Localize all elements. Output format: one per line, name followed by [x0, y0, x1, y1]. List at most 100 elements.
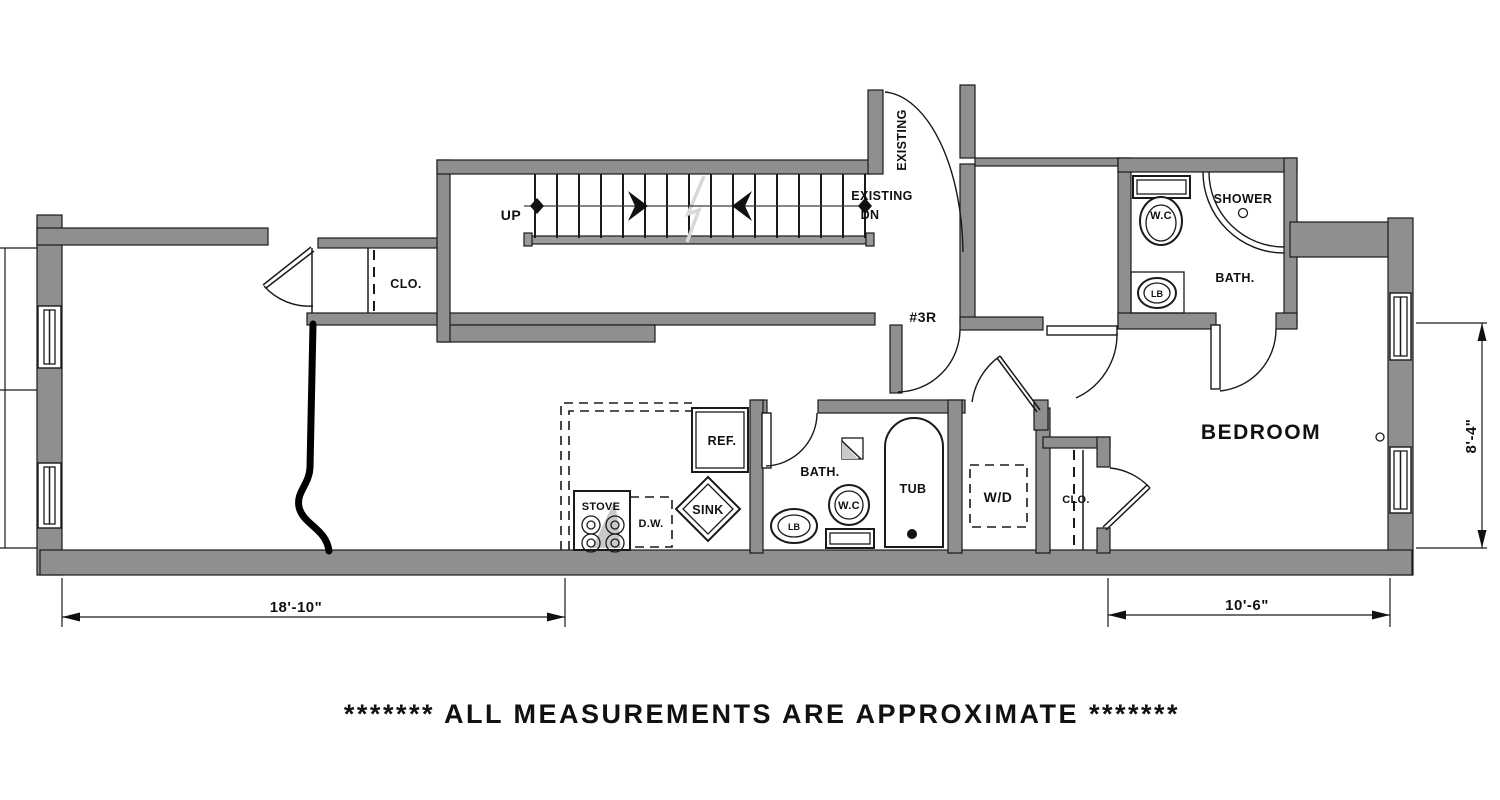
bedroom-closet: CLO.: [1062, 450, 1089, 550]
wall-hall-bottom: [959, 316, 1044, 331]
medicine-cabinet-icon: [841, 437, 864, 460]
stair-break-mark: [684, 175, 706, 243]
stair-up-label: UP: [501, 207, 521, 223]
wall-bath-main-right: [947, 399, 963, 554]
wall-bottom-exterior: [39, 549, 1413, 576]
wall-existing-door-stub: [867, 89, 884, 175]
stair-stringer-cap-left: [523, 232, 533, 247]
refrigerator-icon: REF.: [691, 407, 749, 473]
freehand-annotation: [295, 320, 333, 555]
bedroom-wall-marker: [1375, 432, 1385, 442]
wall-stair-left: [436, 159, 451, 343]
stair-diamond-right: [858, 198, 872, 214]
wall-living-top: [36, 227, 269, 246]
wall-closet-top: [317, 237, 448, 249]
wall-bath-main-top: [817, 399, 966, 414]
wall-hall-right-upper: [959, 84, 976, 159]
wall-stair-top: [436, 159, 873, 175]
bath-upper: W.C SHOWER LB BATH.: [1130, 171, 1285, 314]
staircase: UP EXISTING DN: [501, 174, 913, 247]
bedroom-label: BEDROOM: [1201, 421, 1321, 444]
stair-diamond-left: [530, 198, 544, 214]
sink-icon: SINK: [674, 475, 742, 543]
bath-main-label: BATH.: [800, 465, 839, 479]
footer-note: ******* ALL MEASUREMENTS ARE APPROXIMATE…: [344, 699, 1180, 729]
door-bath-upper: [1210, 324, 1277, 392]
lav-upper-label: LB: [1151, 289, 1163, 299]
stove-label: STOVE: [582, 501, 621, 513]
kitchen: REF. SINK D.W. STOVE: [560, 402, 749, 553]
walls-group: [36, 84, 1414, 576]
bedroom-closet-label: CLO.: [1062, 494, 1089, 506]
dimension-bedroom-width-label: 10'-6": [1225, 597, 1269, 614]
dimension-living-width: 18'-10": [61, 578, 566, 627]
tub-label: TUB: [900, 482, 927, 496]
door-bedroom-closet: [1102, 467, 1151, 531]
wall-bath-upper-left: [1117, 157, 1132, 326]
counter-outline-dashed: [560, 402, 692, 550]
stair-arrow-left-icon: [732, 191, 752, 221]
windows-group: [37, 292, 1412, 529]
wall-bath-upper-bottom-left: [1117, 312, 1217, 330]
stove-burners: [581, 515, 625, 553]
dimension-bedroom-width: 10'-6": [1107, 578, 1391, 627]
dimension-bedroom-depth-label: 8'-4": [1463, 419, 1480, 454]
dimension-living-width-label: 18'-10": [270, 599, 323, 616]
dishwasher-label: D.W.: [638, 518, 663, 530]
wall-bath-upper-top: [1117, 157, 1298, 173]
toilet-upper-icon: W.C: [1132, 175, 1191, 246]
dishwasher-icon: D.W.: [629, 496, 673, 548]
unit-number-label: #3R: [909, 309, 936, 325]
toilet-main-icon: W.C: [825, 484, 875, 549]
door-hall-to-wd: [971, 355, 1041, 413]
dimension-left-cropped: [0, 247, 37, 549]
door-unit-entry: [897, 329, 961, 393]
tub-icon: TUB: [884, 416, 944, 548]
window-left-2: [37, 462, 62, 529]
doors-group: EXISTING: [262, 91, 1277, 531]
door-hall-to-bedroom: [1046, 325, 1118, 399]
lav-upper-icon: LB: [1130, 271, 1185, 314]
shower-label: SHOWER: [1214, 192, 1273, 206]
hall-closet-label: CLO.: [390, 277, 421, 291]
stove-icon: STOVE: [573, 490, 631, 553]
stair-stringer-cap-right: [865, 232, 875, 247]
sink-label: SINK: [692, 503, 723, 517]
door-existing-top: EXISTING: [884, 91, 964, 253]
door-living-closet: [262, 246, 315, 307]
toilet-upper-label: W.C: [1150, 210, 1172, 222]
bath-upper-label: BATH.: [1215, 271, 1254, 285]
counter-outline-dashed-inner: [568, 410, 692, 550]
wall-stair-bottom-band: [439, 324, 656, 343]
lav-main-icon: LB: [770, 508, 818, 544]
shower-icon: SHOWER: [1202, 171, 1285, 254]
window-left-1: [37, 305, 62, 369]
window-right-2: [1389, 446, 1412, 514]
wall-bath-main-left: [749, 399, 764, 554]
dimensions-group: 18'-10" 10'-6" 8'-4": [0, 247, 1487, 627]
dimension-bedroom-depth: 8'-4": [1416, 322, 1487, 549]
stair-existing-label: EXISTING: [851, 189, 913, 203]
wall-corridor-top-thin: [974, 157, 1121, 167]
stair-stringer: [529, 235, 871, 245]
window-right-1: [1389, 292, 1412, 361]
washer-dryer-label: W/D: [984, 489, 1013, 505]
stair-dn-label: DN: [861, 208, 880, 222]
wall-stair-bottom: [306, 312, 876, 326]
stair-arrow-right-icon: [628, 191, 648, 221]
refrigerator-label: REF.: [708, 434, 737, 448]
wall-bedroom-closet-right-lower: [1096, 527, 1111, 554]
wall-bath-upper-bottom-right: [1275, 312, 1298, 330]
bath-main: BATH. W.C LB TUB: [770, 416, 944, 549]
lav-main-label: LB: [788, 522, 800, 532]
wall-bedroom-closet-right-upper: [1096, 436, 1111, 468]
wall-bath-to-exterior-band: [1289, 221, 1391, 258]
hall-closet: CLO.: [311, 248, 421, 313]
door-existing-label: EXISTING: [895, 109, 909, 171]
door-bath-main: [761, 412, 818, 469]
toilet-main-label: W.C: [838, 500, 860, 512]
laundry-closet: W/D: [969, 464, 1028, 528]
wall-entry-stub: [889, 324, 903, 394]
